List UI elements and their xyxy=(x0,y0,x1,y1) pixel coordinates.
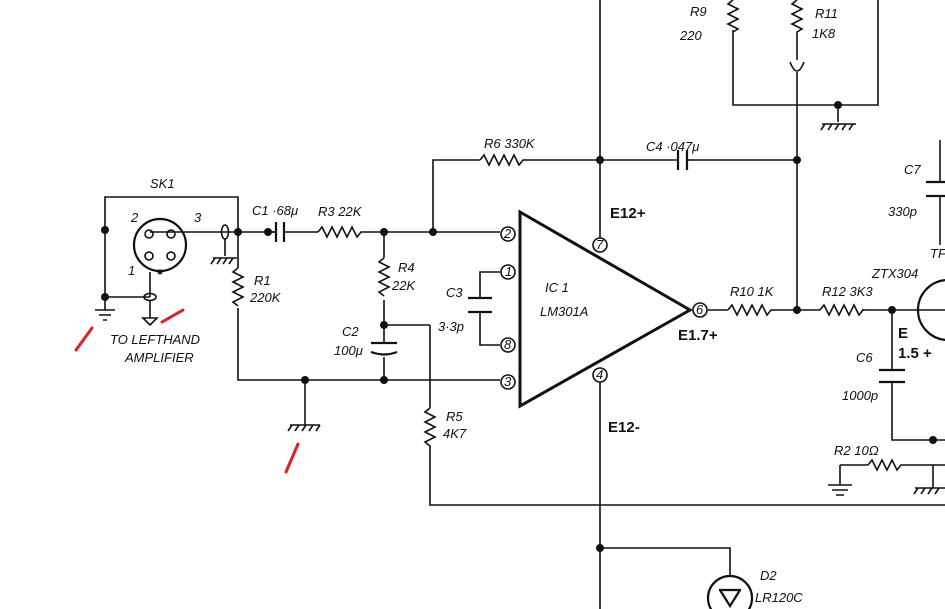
r11-value: 1K8 xyxy=(812,26,836,41)
resistor-r5 xyxy=(423,407,437,452)
ground-symbol xyxy=(913,465,945,495)
ic-pin-label: 7 xyxy=(596,237,604,252)
resistor-r2 xyxy=(867,458,907,472)
potentiometer-wiper xyxy=(789,61,805,100)
transistor-q xyxy=(916,279,945,341)
capacitor-c2 xyxy=(370,341,398,356)
r11-label: R11 xyxy=(815,6,838,21)
diode-d2 xyxy=(706,574,754,609)
resistor-r9 xyxy=(726,0,740,33)
resistor-r11 xyxy=(790,0,804,60)
r12-label: R12 3K3 xyxy=(822,284,873,299)
junction-dot xyxy=(101,226,109,234)
resistor-r1 xyxy=(231,267,245,307)
connector-pin-label: 1 xyxy=(128,263,135,278)
junction-dot xyxy=(929,436,937,444)
c1-label: C1 ·68μ xyxy=(252,203,298,218)
capacitor-c7 xyxy=(926,180,945,198)
r4-value: 22K xyxy=(391,278,416,293)
note-line2: AMPLIFIER xyxy=(124,350,194,365)
junction-dot xyxy=(596,544,604,552)
ic-pin-label: 8 xyxy=(504,337,512,352)
ic-pin-label: 4 xyxy=(596,367,603,382)
r4-label: R4 xyxy=(398,260,415,275)
r1-value: 220K xyxy=(249,290,282,305)
connector-name: SK1 xyxy=(150,176,175,191)
junction-dot xyxy=(234,228,242,236)
resistor-r6 xyxy=(479,153,525,167)
r1-label: R1 xyxy=(254,273,271,288)
ground-symbol xyxy=(820,105,856,131)
node-e-label: E xyxy=(898,325,908,342)
capacitor-c4 xyxy=(676,150,692,170)
r3-label: R3 22K xyxy=(318,204,363,219)
r6-label: R6 330K xyxy=(484,136,536,151)
capacitor-c6 xyxy=(879,368,905,384)
c6-label: C6 xyxy=(856,350,873,365)
r9-label: R9 xyxy=(690,4,707,19)
ic-part: LM301A xyxy=(540,304,588,319)
r10-label: R10 1K xyxy=(730,284,775,299)
c2-value: 100μ xyxy=(334,343,363,358)
junction-dot xyxy=(380,321,388,329)
d2-value: LR120C xyxy=(755,590,803,605)
resistor-r3 xyxy=(317,225,362,239)
ground-symbol xyxy=(828,484,852,496)
junction-dot xyxy=(793,306,801,314)
junction-dot xyxy=(793,156,801,164)
junction-dot xyxy=(888,306,896,314)
connector-sk1 xyxy=(95,217,237,327)
connector-pin-label: 3 xyxy=(194,210,202,225)
ic-pin-label: 1 xyxy=(505,264,512,279)
junction-dot xyxy=(301,376,309,384)
voltage-out: E1.7+ xyxy=(678,327,718,344)
transistor-label: ZTX304 xyxy=(871,266,918,281)
junction-dot xyxy=(429,228,437,236)
c3-value: 3·3p xyxy=(438,319,464,334)
r2-label: R2 10Ω xyxy=(834,443,879,458)
r9-value: 220 xyxy=(679,28,702,43)
resistor-r12 xyxy=(819,303,865,317)
c2-label: C2 xyxy=(342,324,359,339)
voltage-neg: E12- xyxy=(608,419,640,436)
c3-label: C3 xyxy=(446,285,463,300)
ic-pin-label: 2 xyxy=(503,226,512,241)
tr-label: TF xyxy=(930,246,945,261)
resistor-r4 xyxy=(377,257,391,297)
c7-label: C7 xyxy=(904,162,921,177)
r5-label: R5 xyxy=(446,409,463,424)
op-amp-ic1 xyxy=(500,209,708,409)
junction-dot xyxy=(596,156,604,164)
connector-pin-label: 2 xyxy=(130,210,139,225)
ground-symbol xyxy=(287,424,321,432)
node-e-voltage: 1.5 + xyxy=(898,345,932,362)
ic-pin-label: 6 xyxy=(696,302,704,317)
r5-value: 4K7 xyxy=(443,426,467,441)
d2-label: D2 xyxy=(760,568,777,583)
capacitor-c1 xyxy=(268,222,290,242)
ic-name: IC 1 xyxy=(545,280,569,295)
junction-dot xyxy=(380,376,388,384)
note-line1: TO LEFTHAND xyxy=(110,332,200,347)
ic-pin-label: 3 xyxy=(504,374,512,389)
junction-dot xyxy=(380,228,388,236)
c6-value: 1000p xyxy=(842,388,878,403)
c4-label: C4 ·047μ xyxy=(646,139,699,154)
voltage-pos: E12+ xyxy=(610,205,646,222)
resistor-r10 xyxy=(727,303,775,317)
capacitor-c3 xyxy=(468,296,492,314)
wires xyxy=(104,0,945,609)
c7-value: 330p xyxy=(888,204,917,219)
red-annotation-marks xyxy=(74,308,300,474)
